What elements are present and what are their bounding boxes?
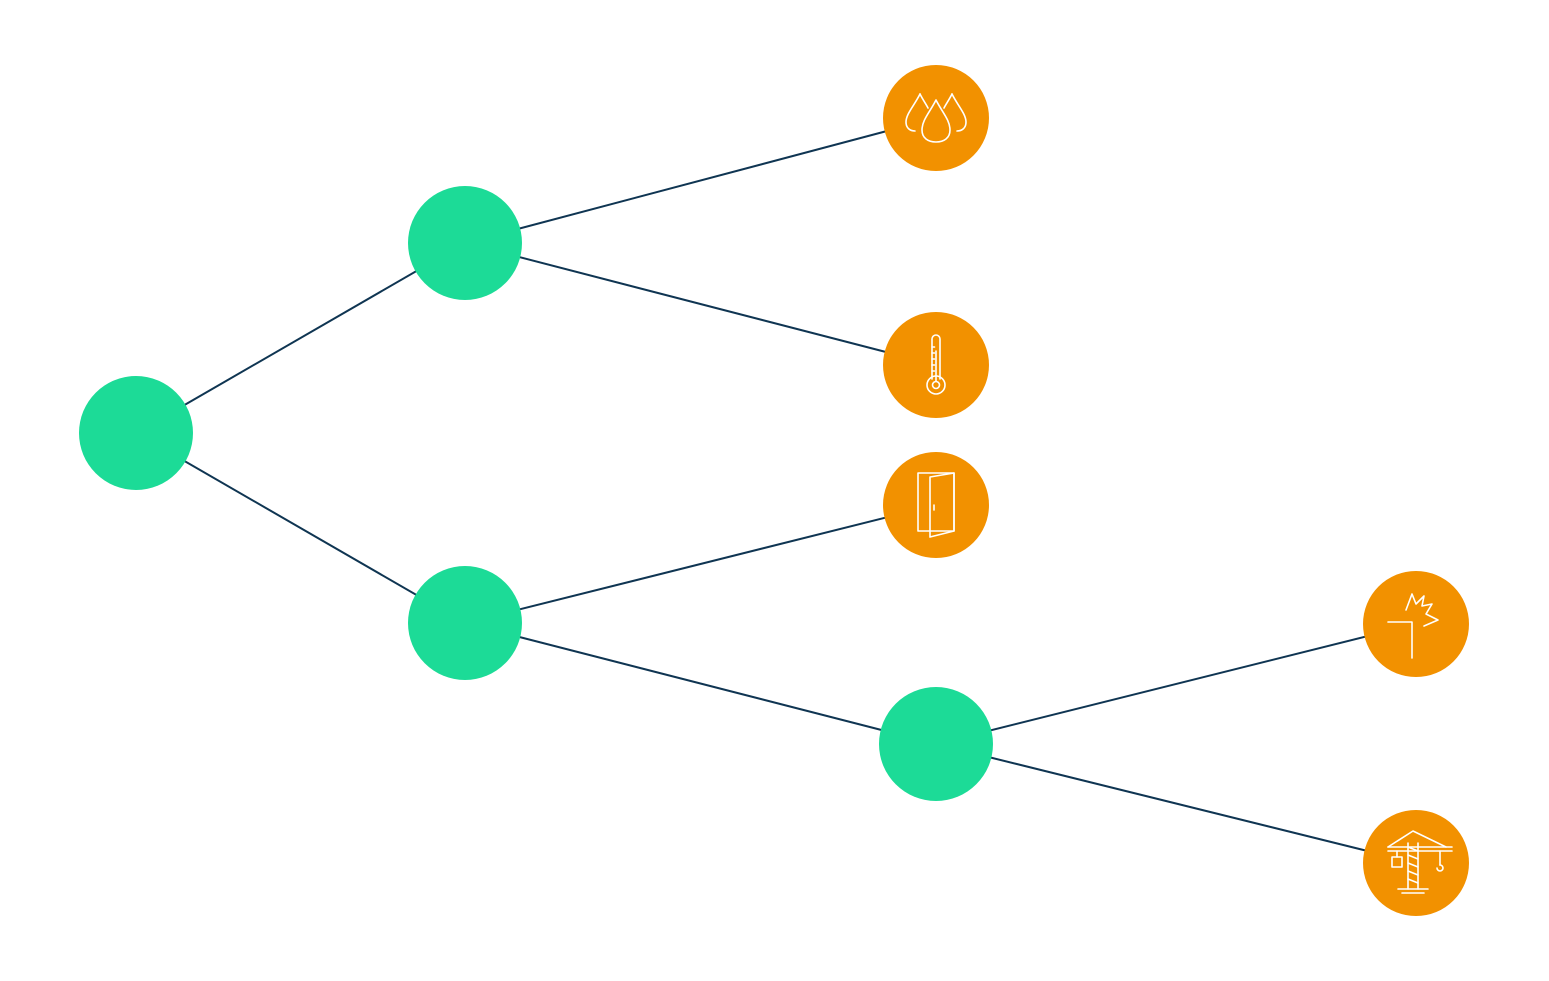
leaf-circle [1363,571,1469,677]
edge-branch-lower-to-branch-lower-right [464,622,937,745]
edge-root-to-branch-upper [135,242,466,434]
leaf-node-door [883,452,989,558]
branch-node-branch-lower [408,566,522,680]
water-drops-icon [905,93,967,143]
leaf-circle [883,452,989,558]
nodes-layer [79,65,1469,916]
leaf-node-construction [1363,810,1469,916]
branch-node-root [79,376,193,490]
branch-circle [879,687,993,801]
branch-node-branch-lower-right [879,687,993,801]
leaf-circle [1363,810,1469,916]
leaf-circle [883,65,989,171]
branch-node-branch-upper [408,186,522,300]
edge-branch-lower-right-to-leaf-construction [935,743,1417,864]
open-door-icon [917,472,955,538]
edge-branch-lower-right-to-leaf-impact [935,623,1417,745]
edge-root-to-branch-lower [135,432,466,624]
branch-circle [408,566,522,680]
leaf-node-impact [1363,571,1469,677]
edge-branch-lower-to-leaf-door [464,504,937,624]
leaf-node-water [883,65,989,171]
edges-layer [135,117,1417,864]
edge-branch-upper-to-leaf-temperature [464,242,937,366]
edge-branch-upper-to-leaf-water [464,117,937,244]
leaf-node-temperature [883,312,989,418]
tower-crane-icon [1387,830,1453,894]
thermometer-icon [926,334,946,395]
crack-impact-icon [1387,593,1439,659]
branch-circle [408,186,522,300]
branch-circle [79,376,193,490]
